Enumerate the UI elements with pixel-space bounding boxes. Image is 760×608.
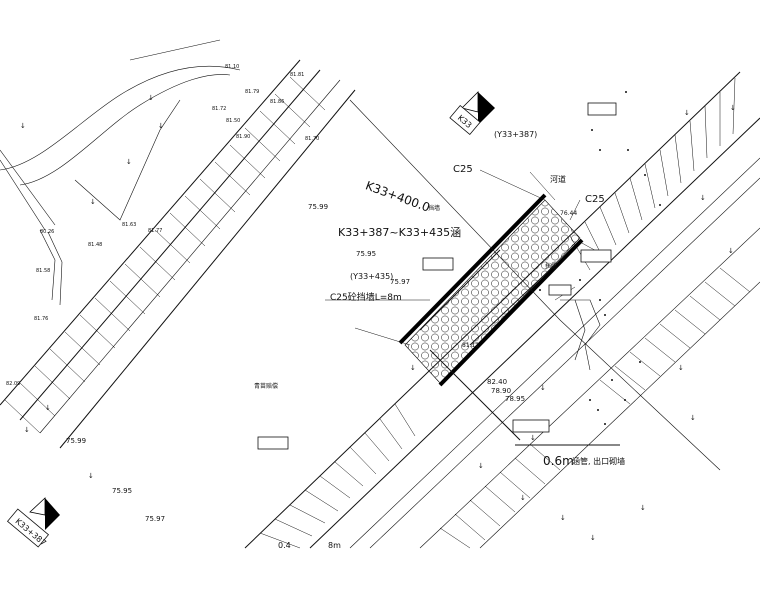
center-note: 青苗赔偿 <box>254 382 278 390</box>
chainage-label: K33+400.0 <box>364 178 432 214</box>
elev-23: 78.90 <box>491 387 511 395</box>
river-label: 河道 <box>550 174 566 184</box>
field-boundaries <box>0 39 241 306</box>
culvert-range-label: K33+387~K33+435涵 <box>338 225 461 239</box>
elev-14: 81.63 <box>122 222 136 228</box>
elev-22: 82.40 <box>487 378 507 386</box>
svg-text:↓: ↓ <box>540 384 546 392</box>
elev-10: 81.72 <box>212 106 226 112</box>
svg-text:↓: ↓ <box>20 122 26 130</box>
elevation-points: 75.99 75.95 75.97 75.95 75.97 75.99 81.8… <box>6 64 577 523</box>
ground-markers: ↓ ↓ ↓ ↓ ↓ ↓ ↓ ↓ ↓ ↓ ↓ ↓ ↓ ↓ ↓ ↓ ↓ ↓ ↓ ↓ … <box>20 94 736 542</box>
elev-25: 81.12 <box>462 342 479 349</box>
elev-24: 78.95 <box>505 395 525 403</box>
elev-8: 81.70 <box>305 136 319 142</box>
svg-text:↓: ↓ <box>590 534 596 542</box>
elev-11: 81.79 <box>245 89 259 95</box>
new-road-slope-hatch <box>259 77 751 549</box>
svg-text:↓: ↓ <box>478 462 484 470</box>
elev-1: 75.95 <box>112 487 132 495</box>
inner-span-top: (Y33+387) <box>494 130 537 139</box>
svg-text:↓: ↓ <box>88 472 94 480</box>
elev-6: 81.81 <box>290 72 304 78</box>
svg-text:↓: ↓ <box>126 158 132 166</box>
svg-text:↓: ↓ <box>640 504 646 512</box>
svg-text:↓: ↓ <box>730 104 736 112</box>
pipe-note: 0.6m <box>543 454 574 468</box>
bottom-note: 0.4 <box>278 541 291 550</box>
outlet-pipe-line <box>349 99 721 471</box>
survey-dots <box>539 91 661 425</box>
svg-text:↓: ↓ <box>728 247 734 255</box>
north-tag-left: K33+387 <box>6 497 60 548</box>
main-road-band <box>0 59 356 449</box>
svg-text:↓: ↓ <box>530 434 536 442</box>
inner-span-bottom: (Y33+435) <box>350 272 393 281</box>
bottom-note-2: 8m <box>328 541 341 550</box>
svg-text:↓: ↓ <box>678 364 684 372</box>
elev-0: 75.99 <box>308 203 328 211</box>
elev-19: 82.09 <box>6 381 20 387</box>
elev-7: 81.86 <box>270 99 284 105</box>
svg-text:↓: ↓ <box>410 364 416 372</box>
elev-9: 81.50 <box>226 118 240 124</box>
svg-text:↓: ↓ <box>45 404 51 412</box>
culvert-structure <box>398 193 584 387</box>
svg-text:↓: ↓ <box>90 198 96 206</box>
retain-note-right: 挡墙 <box>545 262 557 270</box>
annotation-boxes <box>257 102 617 450</box>
leader-lines <box>325 169 601 346</box>
elev-13: 81.10 <box>225 64 239 70</box>
north-tag-right: K33 <box>449 91 495 136</box>
svg-text:↓: ↓ <box>158 122 164 130</box>
elev-12: 81.90 <box>236 134 250 140</box>
pipe-note-cn: 涵管, 出口砌墙 <box>572 456 625 466</box>
svg-text:↓: ↓ <box>148 94 154 102</box>
elev-20: 80.26 <box>40 229 54 235</box>
elev-2: 75.97 <box>145 515 165 523</box>
svg-text:↓: ↓ <box>560 514 566 522</box>
c25-right-label: C25 <box>585 194 605 205</box>
elev-17: 81.58 <box>36 268 50 274</box>
elev-4: 75.97 <box>390 278 410 286</box>
elev-3: 75.95 <box>356 250 376 258</box>
svg-text:↓: ↓ <box>520 494 526 502</box>
side-ditch <box>560 299 601 371</box>
svg-text:↓: ↓ <box>684 109 690 117</box>
elev-5: 75.99 <box>66 437 86 445</box>
elev-16: 81.48 <box>88 242 102 248</box>
elev-18: 81.76 <box>34 316 48 322</box>
elev-21: 76.44 <box>560 210 577 217</box>
retain-note-left: 挡墙 <box>428 204 440 212</box>
c25-left-label: C25 <box>453 164 473 175</box>
svg-text:↓: ↓ <box>700 194 706 202</box>
svg-text:↓: ↓ <box>690 414 696 422</box>
c25-length-label: C25砼挡墙L=8m <box>330 291 402 303</box>
road-hatching <box>4 76 326 434</box>
elev-15: 81.77 <box>148 228 162 234</box>
svg-text:↓: ↓ <box>24 426 30 434</box>
